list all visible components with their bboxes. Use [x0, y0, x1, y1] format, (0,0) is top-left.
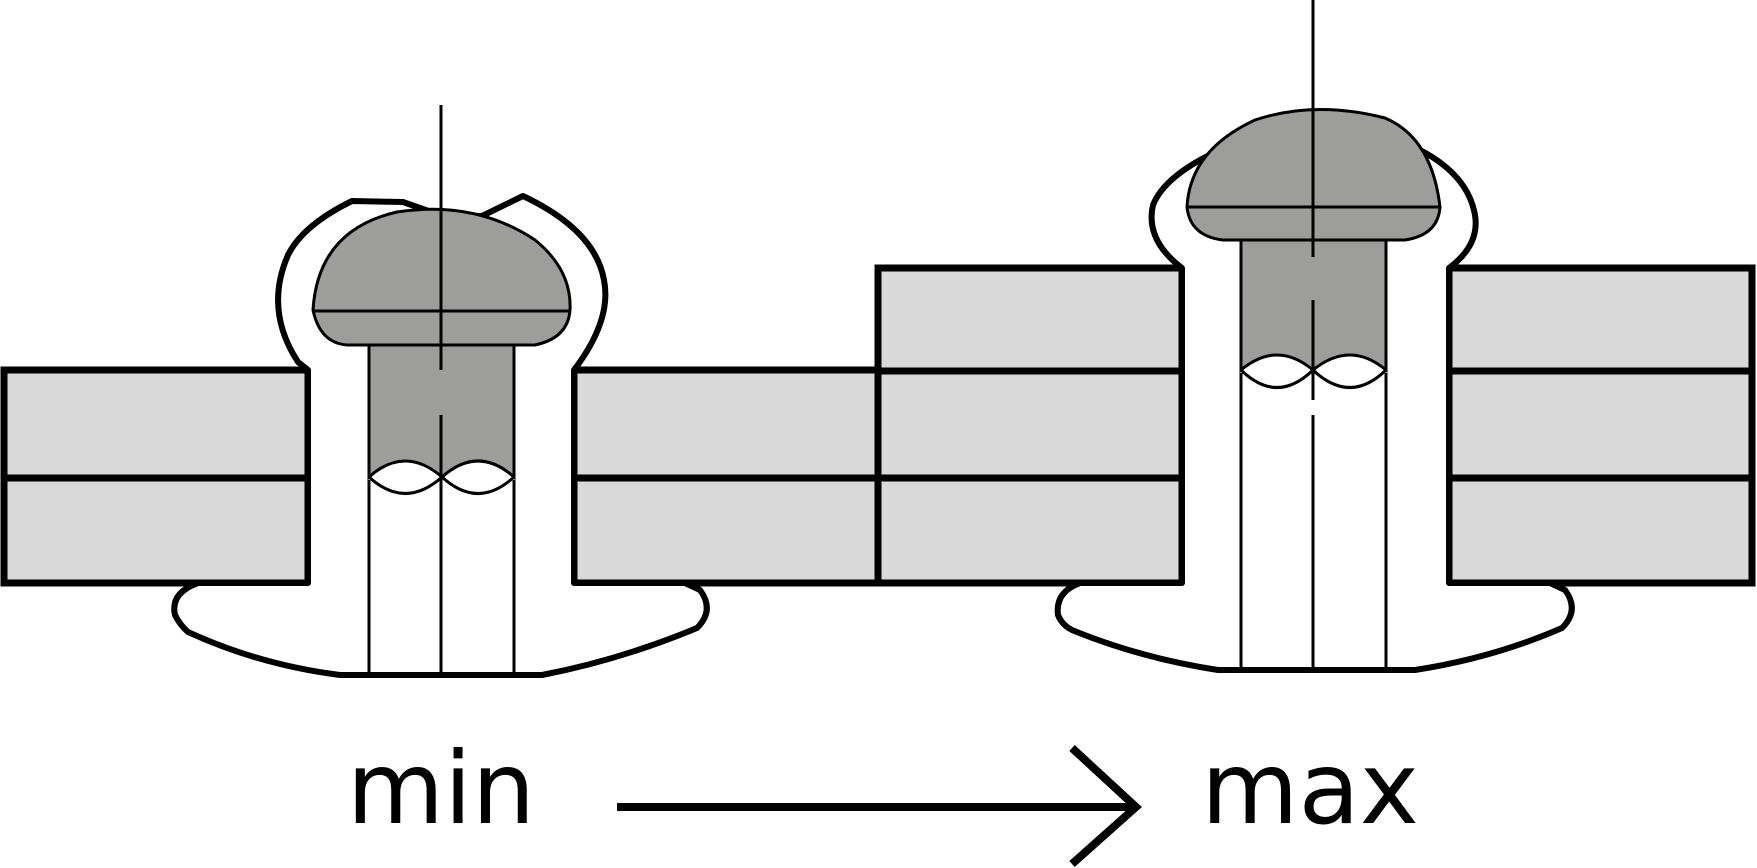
min-left-plate-bottom — [0, 474, 312, 587]
grip-range-arrow — [617, 745, 1142, 867]
max-left-plate-top — [874, 264, 1186, 375]
min-label: min — [347, 730, 536, 847]
min-left-plate-top — [0, 366, 312, 482]
max-rivet-body — [1054, 147, 1575, 673]
max-left-plate-middle — [874, 367, 1186, 482]
max-label: max — [1201, 730, 1419, 847]
min-grip-assembly — [0, 105, 882, 678]
min-right-plate-bottom — [570, 474, 882, 587]
max-grip-assembly — [874, 0, 1756, 673]
arrow-head — [1069, 745, 1142, 867]
min-right-plate-top — [570, 366, 882, 482]
max-left-plate-bottom — [874, 474, 1186, 587]
max-right-plate-middle — [1445, 367, 1756, 482]
max-right-plate-top — [1445, 264, 1756, 375]
max-right-plate-bottom — [1445, 474, 1756, 587]
